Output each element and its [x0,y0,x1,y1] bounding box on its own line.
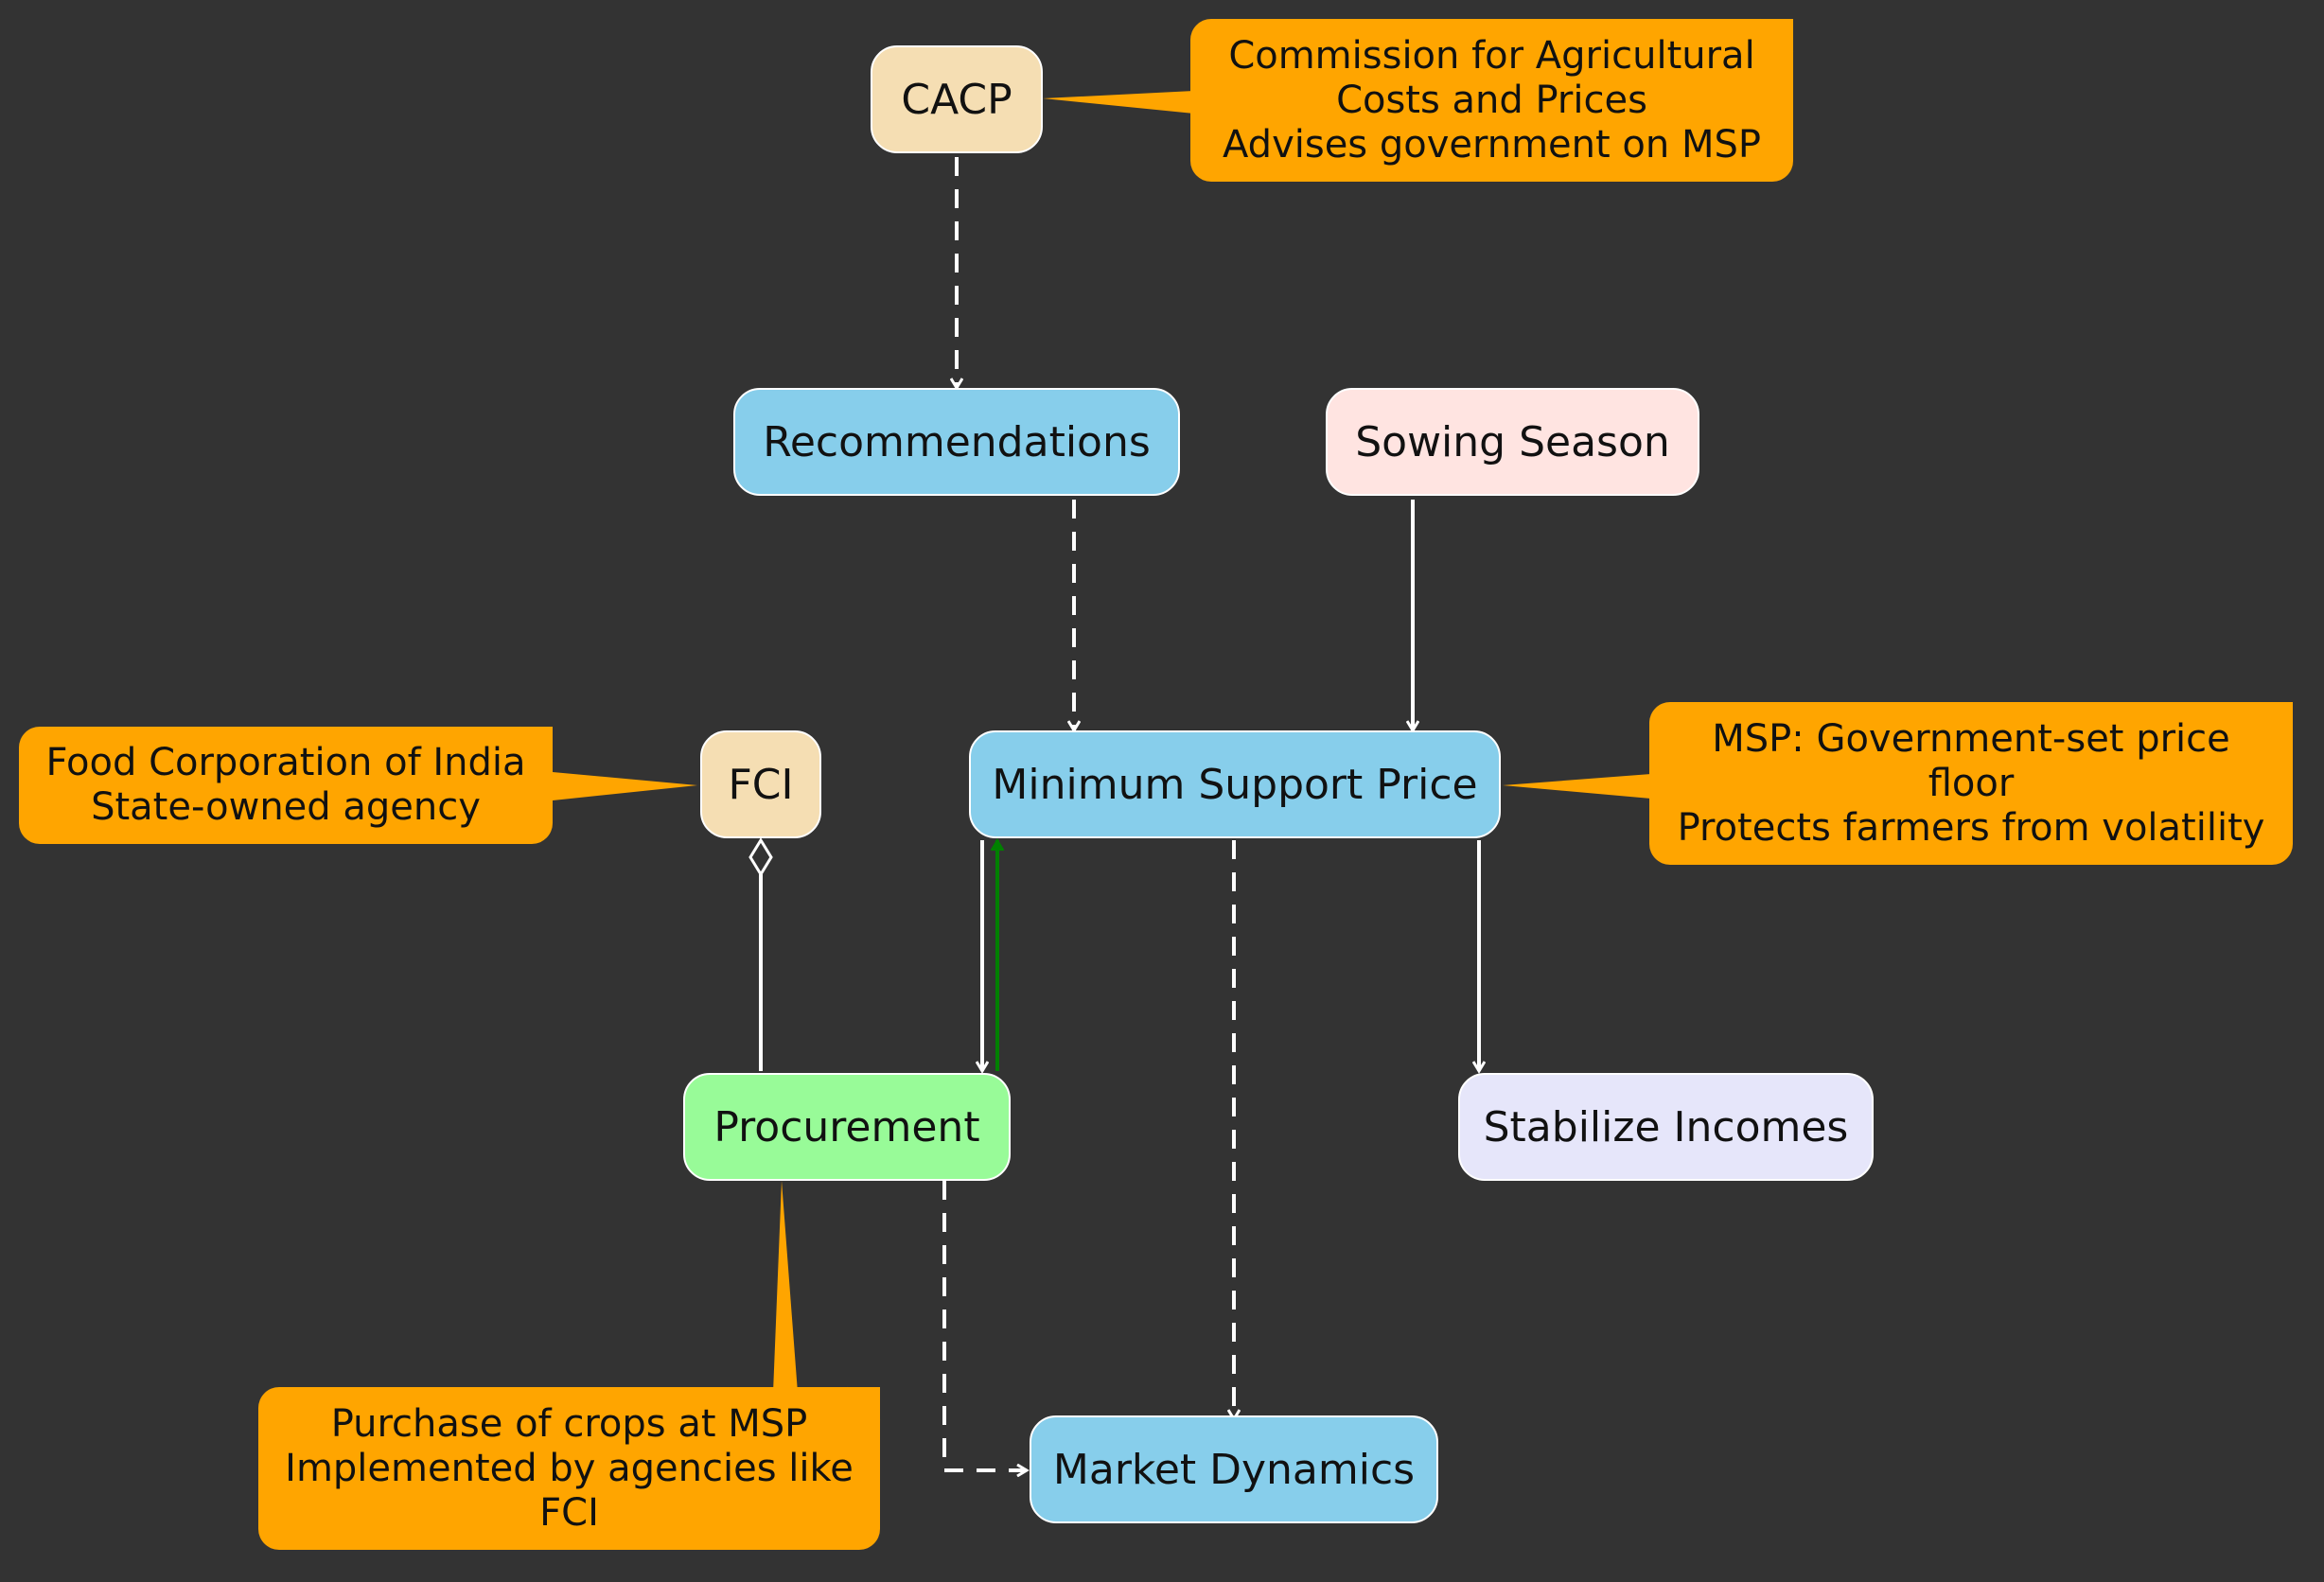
node-fci-label: FCI [728,760,794,809]
note-fci-line-2: State-owned agency [91,785,481,829]
note-procurement-tail [773,1181,798,1393]
note-cacp-line-2: Costs and Prices [1336,78,1647,122]
note-msp-line-3: Protects farmers from volatility [1677,805,2265,850]
node-recommendations[interactable]: Recommendations [733,388,1180,496]
note-msp-line-2: floor [1928,761,2015,805]
note-fci-tail [553,772,697,800]
node-stabilize-incomes-label: Stabilize Incomes [1483,1102,1849,1151]
node-sowing-season-label: Sowing Season [1355,417,1670,466]
node-msp-label: Minimum Support Price [992,760,1478,809]
note-procurement-line-2: Implemented by agencies like [285,1446,854,1490]
note-procurement-line-3: FCI [539,1490,599,1535]
node-procurement[interactable]: Procurement [683,1073,1011,1181]
note-procurement-line-1: Purchase of crops at MSP [330,1401,808,1446]
node-sowing-season[interactable]: Sowing Season [1326,388,1699,496]
note-cacp: Commission for Agricultural Costs and Pr… [1190,19,1793,182]
node-cacp[interactable]: CACP [871,45,1043,153]
note-procurement: Purchase of crops at MSP Implemented by … [258,1387,880,1550]
node-stabilize-incomes[interactable]: Stabilize Incomes [1458,1073,1874,1181]
node-procurement-label: Procurement [713,1102,980,1151]
node-recommendations-label: Recommendations [763,417,1151,466]
note-cacp-line-3: Advises government on MSP [1223,122,1761,167]
note-cacp-tail [1043,91,1194,114]
note-cacp-line-1: Commission for Agricultural [1228,33,1755,78]
node-msp[interactable]: Minimum Support Price [969,730,1501,838]
note-msp-tail [1503,774,1651,799]
node-market-dynamics[interactable]: Market Dynamics [1030,1415,1438,1523]
note-fci: Food Corporation of India State-owned ag… [19,727,553,844]
node-market-dynamics-label: Market Dynamics [1052,1445,1416,1494]
node-cacp-label: CACP [901,75,1012,124]
note-msp: MSP: Government-set price floor Protects… [1649,702,2293,865]
note-fci-line-1: Food Corporation of India [45,741,526,784]
aggregation-diamond [748,837,773,877]
node-fci[interactable]: FCI [700,730,821,838]
edge-procurement-to-market [942,1181,1027,1470]
note-msp-line-1: MSP: Government-set price [1712,716,2230,761]
